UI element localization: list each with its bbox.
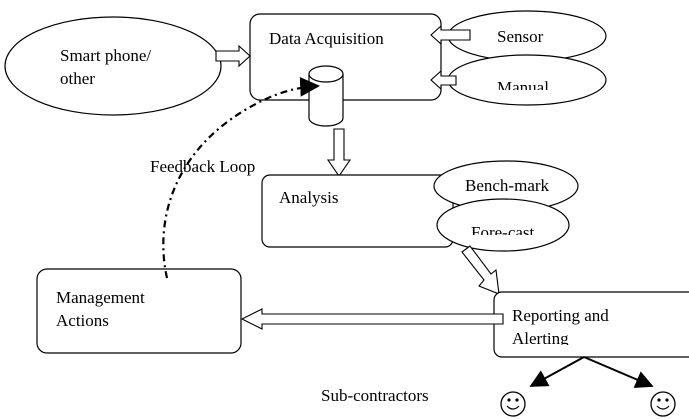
- manual-label: Manual: [497, 78, 549, 90]
- smartphone-node: [4, 16, 222, 116]
- arrow-sensor-to-acquisition: [430, 24, 471, 46]
- line-to-subcontractor-left: [529, 356, 585, 387]
- smartphone-label-line1: Smart phone/: [60, 46, 152, 65]
- analysis-label: Analysis: [279, 188, 339, 207]
- arrow-acquisition-to-analysis: [326, 128, 352, 177]
- line-to-subcontractor-right: [583, 356, 654, 388]
- management-label-line2: Actions: [56, 311, 109, 330]
- analysis-box: [261, 174, 454, 248]
- forecast-label: Fore-cast: [471, 223, 535, 235]
- benchmark-label: Bench-mark: [465, 176, 550, 195]
- data-acquisition-box: [249, 13, 442, 101]
- management-label-line1: Management: [56, 288, 145, 307]
- feedback-loop-curve: [162, 77, 320, 279]
- subcontractors-label: Sub-contractors: [321, 386, 429, 405]
- smiley-face-icon: [500, 391, 526, 417]
- arrow-reporting-to-management: [240, 308, 504, 330]
- arrow-analysis-to-reporting: [461, 245, 500, 295]
- arrow-smartphone-to-acquisition: [215, 44, 251, 68]
- reporting-label-line1: Reporting and: [512, 306, 609, 325]
- forecast-node: [436, 198, 570, 252]
- feedback-loop-label: Feedback Loop: [150, 157, 256, 176]
- smiley-face-icon: [650, 391, 676, 417]
- sensor-label: Sensor: [497, 27, 544, 46]
- smartphone-label-line2: other: [60, 69, 95, 88]
- database-icon: [308, 65, 344, 127]
- management-box: [36, 268, 242, 354]
- arrow-manual-to-acquisition: [430, 69, 457, 91]
- data-acquisition-label: Data Acquisition: [269, 29, 384, 48]
- reporting-label-line2: Alerting: [512, 329, 569, 345]
